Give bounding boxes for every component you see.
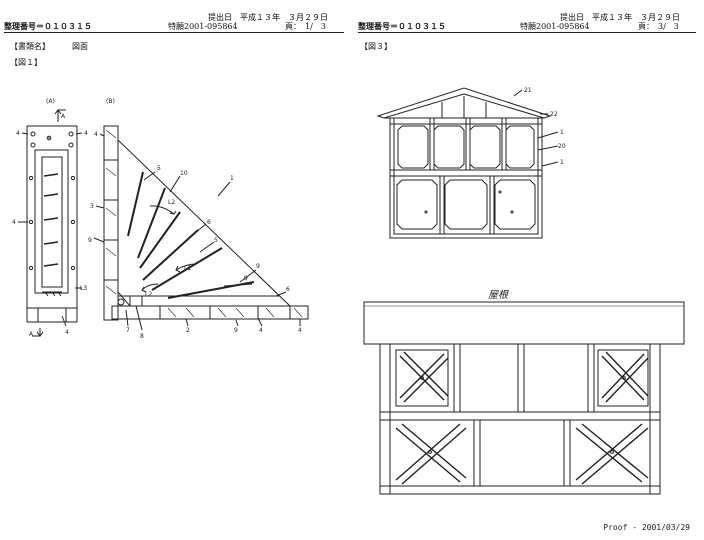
figure-label: 【図１】 — [10, 58, 42, 67]
view-b-triangle — [93, 125, 309, 331]
ref-7: 7 — [126, 327, 130, 334]
section-marker-top: A — [61, 113, 66, 120]
ref-21: 21 — [524, 87, 532, 94]
ref-10: 10 — [180, 170, 188, 177]
figure-1-drawing: (A) (B) A A 4 4 4 L3 4 4 3 9 5 10 1 L2 6… — [12, 98, 309, 340]
figure-3-drawing: 21 22 1 20 1 屋根 — [363, 87, 685, 495]
view-b-label: (B) — [106, 98, 115, 105]
filing-date: 提出日 平成１３年 ３月２９日 — [560, 13, 680, 22]
ref-20: 20 — [558, 143, 566, 150]
ref-l3: L3 — [80, 285, 87, 292]
ref-l2-bottom: L2 — [145, 291, 152, 298]
ref-1-top: 1 — [560, 129, 564, 136]
ref-1: 1 — [230, 175, 234, 182]
ref-3: 3 — [90, 203, 94, 210]
view-a-panel — [18, 109, 83, 337]
ref-6-bottom: 6 — [286, 286, 290, 293]
ref-5-mid: 5 — [214, 237, 218, 244]
ref-1-bottom: 1 — [560, 159, 564, 166]
docket-number: 整理番号＝０１０３１５ — [358, 21, 446, 31]
roof-caption: 屋根 — [488, 289, 509, 301]
header-rule — [4, 32, 344, 33]
ref-4-b-bottom: 4 — [259, 327, 263, 334]
proof-footer: Proof - 2001/03/29 — [603, 523, 690, 532]
document-name-value: 図面 — [72, 42, 88, 51]
drawing-sheet-page-3: 整理番号＝０１０３１５ 提出日 平成１３年 ３月２９日 特願2001-09586… — [354, 0, 704, 540]
ref-4-b-right: 4 — [298, 327, 302, 334]
view-a-label: (A) — [46, 98, 55, 105]
document-name-label: 【書類名】 — [10, 42, 50, 51]
docket-number: 整理番号＝０１０３１５ — [4, 21, 92, 31]
ref-9-bottom: 9 — [234, 327, 238, 334]
ref-8: 8 — [140, 333, 144, 340]
house-elevation — [376, 87, 559, 239]
header-rule — [358, 32, 696, 33]
ref-4-a-bottom: 4 — [65, 329, 69, 336]
ref-l2-top: L2 — [168, 199, 175, 206]
drawing-sheet-page-1: 整理番号＝０１０３１５ 提出日 平成１３年 ３月２９日 特願2001-09586… — [0, 0, 350, 540]
ref-9-mid: 9 — [244, 275, 248, 282]
application-number: 特願2001-095864 — [520, 22, 590, 31]
ref-4-b-top: 4 — [94, 131, 98, 138]
ref-4-a-right: 4 — [84, 130, 88, 137]
figure-label: 【図３】 — [360, 42, 392, 51]
ref-9-b-left: 9 — [88, 237, 92, 244]
ref-4-a-left: 4 — [16, 130, 20, 137]
roof-plan — [363, 301, 685, 495]
page-number: 頁： 3/ 3 — [638, 22, 679, 31]
ref-22: 22 — [550, 111, 558, 118]
ref-9-right: 9 — [256, 263, 260, 270]
filing-date: 提出日 平成１３年 ３月２９日 — [208, 13, 328, 22]
ref-6-top: 6 — [207, 219, 211, 226]
section-marker-bottom: A — [29, 331, 34, 338]
page-number: 頁： 1/ 3 — [285, 22, 326, 31]
ref-5-top: 5 — [157, 165, 161, 172]
ref-2: 2 — [186, 327, 190, 334]
ref-l1: L1 — [184, 265, 191, 272]
ref-4-a-mid: 4 — [12, 219, 16, 226]
application-number: 特願2001-095864 — [168, 22, 238, 31]
